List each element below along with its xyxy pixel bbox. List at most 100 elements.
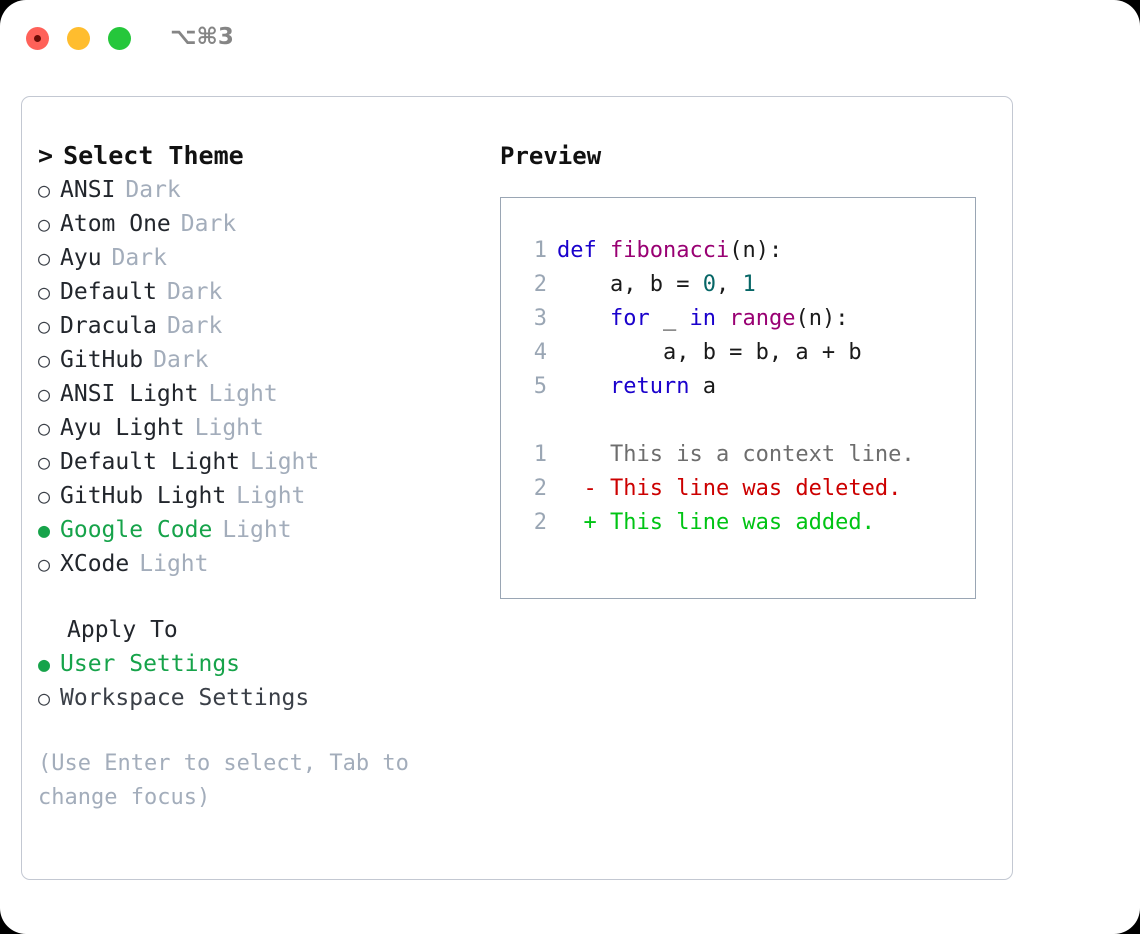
diff-content: This is a context line. <box>609 442 915 467</box>
line-number: 2 <box>533 272 547 297</box>
radio-unselected-icon: ○ <box>38 314 51 338</box>
code-token-plain: a, b = b, a + b <box>557 340 862 365</box>
code-line-text: a, b = 0, 1 <box>557 268 756 302</box>
theme-name-label: Ayu <box>60 245 102 271</box>
traffic-lights <box>26 27 131 50</box>
theme-name-label: Dracula <box>60 313 157 339</box>
code-token-plain: , <box>715 272 743 297</box>
code-token-kw: for <box>609 306 650 331</box>
theme-name-label: Default Light <box>60 449 241 475</box>
code-line-text: for _ in range(n): <box>557 302 848 336</box>
theme-name-label: ANSI <box>60 177 116 203</box>
code-token-num: 0 <box>702 272 716 297</box>
code-line: 2 a, b = 0, 1 <box>501 268 975 302</box>
radio-unselected-icon: ○ <box>38 212 51 236</box>
code-line: 4 a, b = b, a + b <box>501 336 975 370</box>
code-token-kw: in <box>689 306 716 331</box>
diff-line-ctx: 1 This is a context line. <box>501 438 975 472</box>
theme-kind-label: Light <box>222 517 292 543</box>
minimize-button-icon[interactable] <box>67 27 90 50</box>
code-token-fn: fibonacci <box>610 238 730 263</box>
code-token-plain: (n): <box>795 306 849 331</box>
radio-selected-icon: ● <box>38 652 51 676</box>
apply-to-options: ● User Settings ○Workspace Settings <box>38 647 486 715</box>
theme-name-label: Atom One <box>60 211 171 237</box>
code-line-text: def fibonacci(n): <box>557 234 782 268</box>
theme-kind-label: Light <box>194 415 264 441</box>
maximize-button-icon[interactable] <box>108 27 131 50</box>
line-number: 4 <box>533 340 547 365</box>
diff-content: This line was deleted. <box>609 476 902 501</box>
diff-line-del: 2 - This line was deleted. <box>501 472 975 506</box>
code-token-plain <box>557 306 610 331</box>
line-number: 3 <box>533 306 547 331</box>
radio-unselected-icon: ○ <box>38 348 51 372</box>
apply-to-section: Apply To ●User Settings○Workspace Settin… <box>38 613 486 715</box>
preview-spacer <box>501 404 975 438</box>
diff-marker: + <box>557 510 610 535</box>
code-token-plain: (n): <box>729 238 783 263</box>
page-title: Select Theme <box>63 141 244 170</box>
diff-marker <box>557 442 610 467</box>
title-bar: ⌥⌘3 <box>0 0 1140 78</box>
diff-marker: - <box>557 476 610 501</box>
theme-name-label: ANSI Light <box>60 381 199 407</box>
diff-sample: 1 This is a context line.2 - This line w… <box>501 438 975 540</box>
radio-unselected-icon: ○ <box>38 484 51 508</box>
radio-unselected-icon: ○ <box>38 416 51 440</box>
code-token-plain <box>557 374 610 399</box>
theme-option-xcode[interactable]: ○ XCode Light <box>38 547 486 581</box>
apply-to-option-user-settings[interactable]: ● User Settings <box>38 647 486 681</box>
theme-option-ayu[interactable]: ○ Ayu Dark <box>38 241 486 275</box>
diff-content: This line was added. <box>609 510 875 535</box>
code-token-plain: a, b = <box>557 272 703 297</box>
code-line-text: a, b = b, a + b <box>557 336 862 370</box>
diff-line-text: - This line was deleted. <box>557 472 901 506</box>
theme-kind-label: Dark <box>166 313 223 339</box>
theme-name-label: XCode <box>60 551 130 577</box>
theme-kind-label: Light <box>236 483 306 509</box>
code-token-plain: _ <box>649 306 690 331</box>
theme-option-atom-one[interactable]: ○ Atom One Dark <box>38 207 486 241</box>
code-token-num: 1 <box>742 272 756 297</box>
theme-kind-label: Light <box>208 381 278 407</box>
theme-name-label: Google Code <box>60 517 213 543</box>
code-token-plain: a <box>689 374 716 399</box>
close-button-icon[interactable] <box>26 27 49 50</box>
apply-to-option-label: Workspace Settings <box>60 685 310 711</box>
prompt-caret-icon: > <box>38 141 54 170</box>
select-theme-header: > Select Theme <box>38 139 486 173</box>
apply-to-option-workspace-settings[interactable]: ○Workspace Settings <box>38 681 486 715</box>
theme-option-github-light[interactable]: ○ GitHub Light Light <box>38 479 486 513</box>
theme-name-label: GitHub Light <box>60 483 227 509</box>
line-number: 2 <box>533 510 547 535</box>
diff-line-text: This is a context line. <box>557 438 915 472</box>
theme-name-label: Default <box>60 279 157 305</box>
theme-option-dracula[interactable]: ○ Dracula Dark <box>38 309 486 343</box>
theme-kind-label: Light <box>250 449 320 475</box>
radio-unselected-icon: ○ <box>38 552 51 576</box>
code-token-kw: def <box>557 238 597 263</box>
radio-unselected-icon: ○ <box>38 382 51 406</box>
diff-line-add: 2 + This line was added. <box>501 506 975 540</box>
theme-kind-label: Light <box>139 551 209 577</box>
theme-kind-label: Dark <box>153 347 209 373</box>
radio-unselected-icon: ○ <box>38 246 51 270</box>
code-line-text: return a <box>557 370 716 404</box>
radio-unselected-icon: ○ <box>38 280 51 304</box>
apply-to-option-label: User Settings <box>60 651 241 677</box>
theme-kind-label: Dark <box>111 245 167 271</box>
line-number: 1 <box>533 442 547 467</box>
theme-option-ansi-light[interactable]: ○ ANSI Light Light <box>38 377 486 411</box>
theme-kind-label: Dark <box>180 211 237 237</box>
